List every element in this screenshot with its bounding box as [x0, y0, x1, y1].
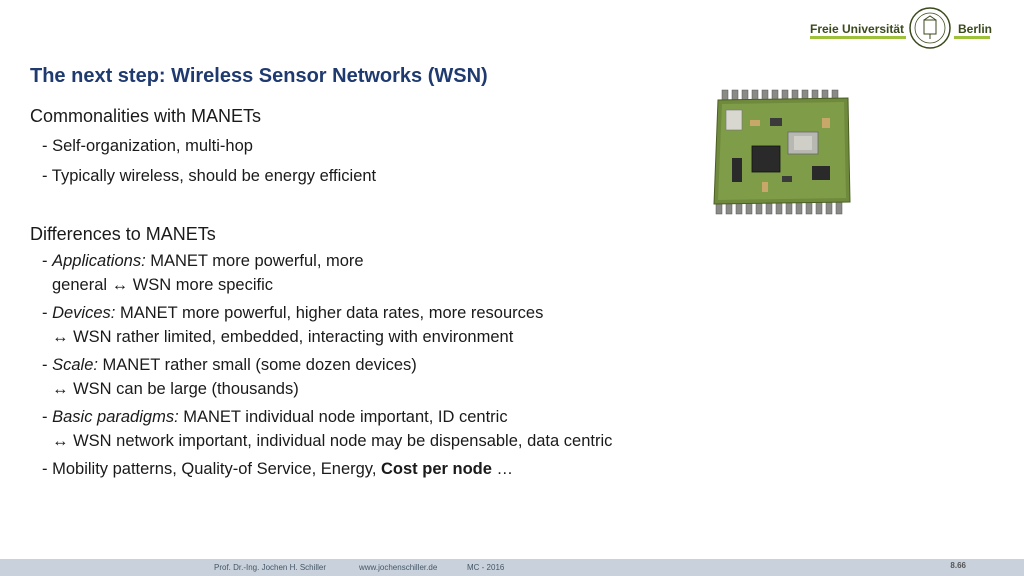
slide-title: The next step: Wireless Sensor Networks … [30, 65, 488, 87]
footer-website: www.jochenschiller.de [359, 563, 438, 572]
commonality-item: - Typically wireless, should be energy e… [42, 167, 377, 185]
double-arrow-icon: ↔ [52, 432, 69, 450]
university-seal-icon [909, 7, 951, 49]
university-logo: Freie Universität Berlin [808, 6, 993, 52]
logo-bar-left [810, 36, 906, 39]
commonalities-heading: Commonalities with MANETs [30, 106, 262, 126]
page-number: 8.66 [950, 561, 966, 570]
differences-heading: Differences to MANETs [30, 224, 216, 244]
difference-paradigms-cont: ↔ WSN network important, individual node… [52, 432, 613, 450]
difference-scale-cont: ↔ WSN can be large (thousands) [52, 380, 299, 398]
difference-devices: - Devices: MANET more powerful, higher d… [42, 304, 544, 322]
logo-text-left: Freie Universität [810, 22, 905, 36]
commonality-item: - Self-organization, multi-hop [42, 137, 253, 155]
double-arrow-icon: ↔ [111, 276, 129, 294]
double-arrow-icon: ↔ [52, 380, 69, 398]
logo-bar-right [954, 36, 990, 39]
double-arrow-icon: ↔ [52, 328, 69, 346]
difference-applications-cont: general ↔ WSN more specific [52, 276, 273, 294]
slide-content: Commonalities with MANETs - Self-organiz… [30, 104, 730, 481]
difference-paradigms: - Basic paradigms: MANET individual node… [42, 408, 508, 426]
difference-applications: - Applications: MANET more powerful, mor… [42, 252, 364, 270]
footer-course: MC - 2016 [467, 563, 505, 572]
slide-footer: Prof. Dr.-Ing. Jochen H. Schiller www.jo… [0, 559, 1024, 576]
logo-text-right: Berlin [958, 22, 993, 36]
footer-author: Prof. Dr.-Ing. Jochen H. Schiller [214, 563, 327, 572]
difference-mobility: - Mobility patterns, Quality-of Service,… [42, 460, 514, 478]
difference-scale: - Scale: MANET rather small (some dozen … [42, 356, 417, 374]
difference-devices-cont: ↔ WSN rather limited, embedded, interact… [52, 328, 514, 346]
sensor-board-image [713, 89, 851, 215]
